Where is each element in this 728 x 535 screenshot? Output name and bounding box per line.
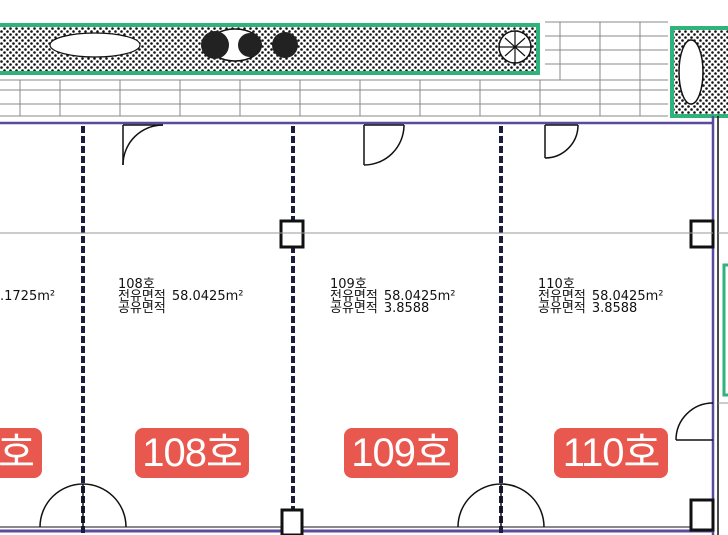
unit-109-area-value: 58.0425m²	[383, 289, 456, 304]
unit-109-share-value: 3.8588	[383, 301, 430, 316]
dimension-lines	[0, 232, 728, 404]
unit-107-text: .1725m²	[0, 289, 56, 304]
planter-right	[670, 26, 728, 397]
unit-107-badge[interactable]: 호	[0, 428, 42, 478]
unit-110-share-label: 공유면적	[538, 301, 586, 316]
columns	[279, 219, 715, 535]
unit-108-area-label: 전유면적	[118, 289, 166, 304]
unit-109-badge[interactable]: 109호	[344, 428, 458, 478]
unit-110-text: 110호 전유면적 58.0425m² 공유면적 3.8588	[538, 277, 664, 316]
planter-top	[0, 23, 540, 75]
unit-110-area-value: 58.0425m²	[591, 289, 664, 304]
unit-109-share-label: 공유면적	[330, 301, 378, 316]
unit-110-share-value: 3.8588	[591, 301, 638, 316]
unit-107-area: .1725m²	[0, 289, 56, 304]
doors-top	[122, 124, 579, 166]
unit-109-name: 109호	[330, 277, 367, 292]
unit-107-area-value: .1725m²	[0, 289, 56, 304]
unit-108-text: 108호 전유면적 58.0425m² 공유면적	[118, 277, 244, 316]
doors-bottom	[39, 402, 714, 528]
exterior-walls	[0, 116, 719, 535]
unit-109-text: 109호 전유면적 58.0425m² 공유면적 3.8588	[330, 277, 456, 316]
top-grid-lines	[0, 21, 668, 117]
unit-110-area-label: 전유면적	[538, 289, 586, 304]
unit-110-name: 110호	[538, 277, 575, 292]
unit-partitions	[81, 126, 503, 535]
unit-108-badge[interactable]: 108호	[135, 428, 249, 478]
unit-108-name: 108호	[118, 277, 155, 292]
unit-108-share-label: 공유면적	[118, 301, 166, 316]
unit-108-area-value: 58.0425m²	[171, 289, 244, 304]
unit-110-badge[interactable]: 110호	[554, 428, 668, 478]
unit-109-area-label: 전유면적	[330, 289, 378, 304]
